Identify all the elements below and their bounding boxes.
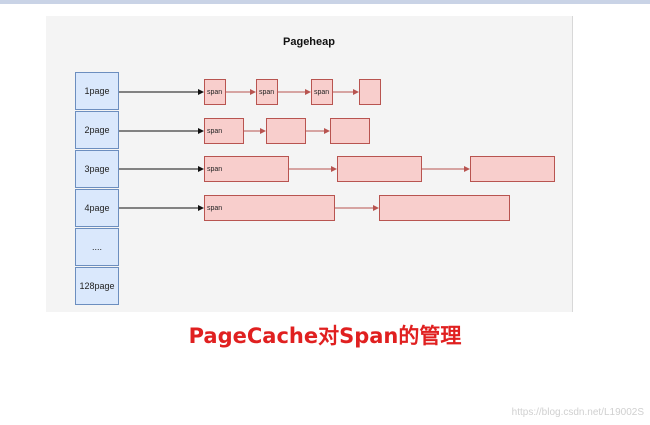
bucket-2page: 2page (75, 111, 119, 149)
span-1-4 (359, 79, 381, 105)
span-4-2 (379, 195, 510, 221)
span-2-1: span (204, 118, 244, 144)
span-2-3 (330, 118, 370, 144)
watermark: https://blog.csdn.net/L19002S (511, 407, 644, 418)
span-1-2: span (256, 79, 278, 105)
span-3-3 (470, 156, 555, 182)
span-3-1: span (204, 156, 289, 182)
span-2-2 (266, 118, 306, 144)
caption: PageCache对Span的管理 (188, 324, 462, 348)
span-1-1: span (204, 79, 226, 105)
top-border (0, 0, 650, 4)
bucket-4page: 4page (75, 189, 119, 227)
bucket-128page: 128page (75, 267, 119, 305)
diagram-title: Pageheap (283, 36, 335, 48)
bucket-1page: 1page (75, 72, 119, 110)
span-3-2 (337, 156, 422, 182)
bucket-ellipsis: .... (75, 228, 119, 266)
bucket-3page: 3page (75, 150, 119, 188)
span-4-1: span (204, 195, 335, 221)
pageheap-diagram: Pageheap 1page 2page 3page 4page .... 12… (46, 16, 573, 312)
arrow-layer (119, 89, 470, 211)
span-1-3: span (311, 79, 333, 105)
